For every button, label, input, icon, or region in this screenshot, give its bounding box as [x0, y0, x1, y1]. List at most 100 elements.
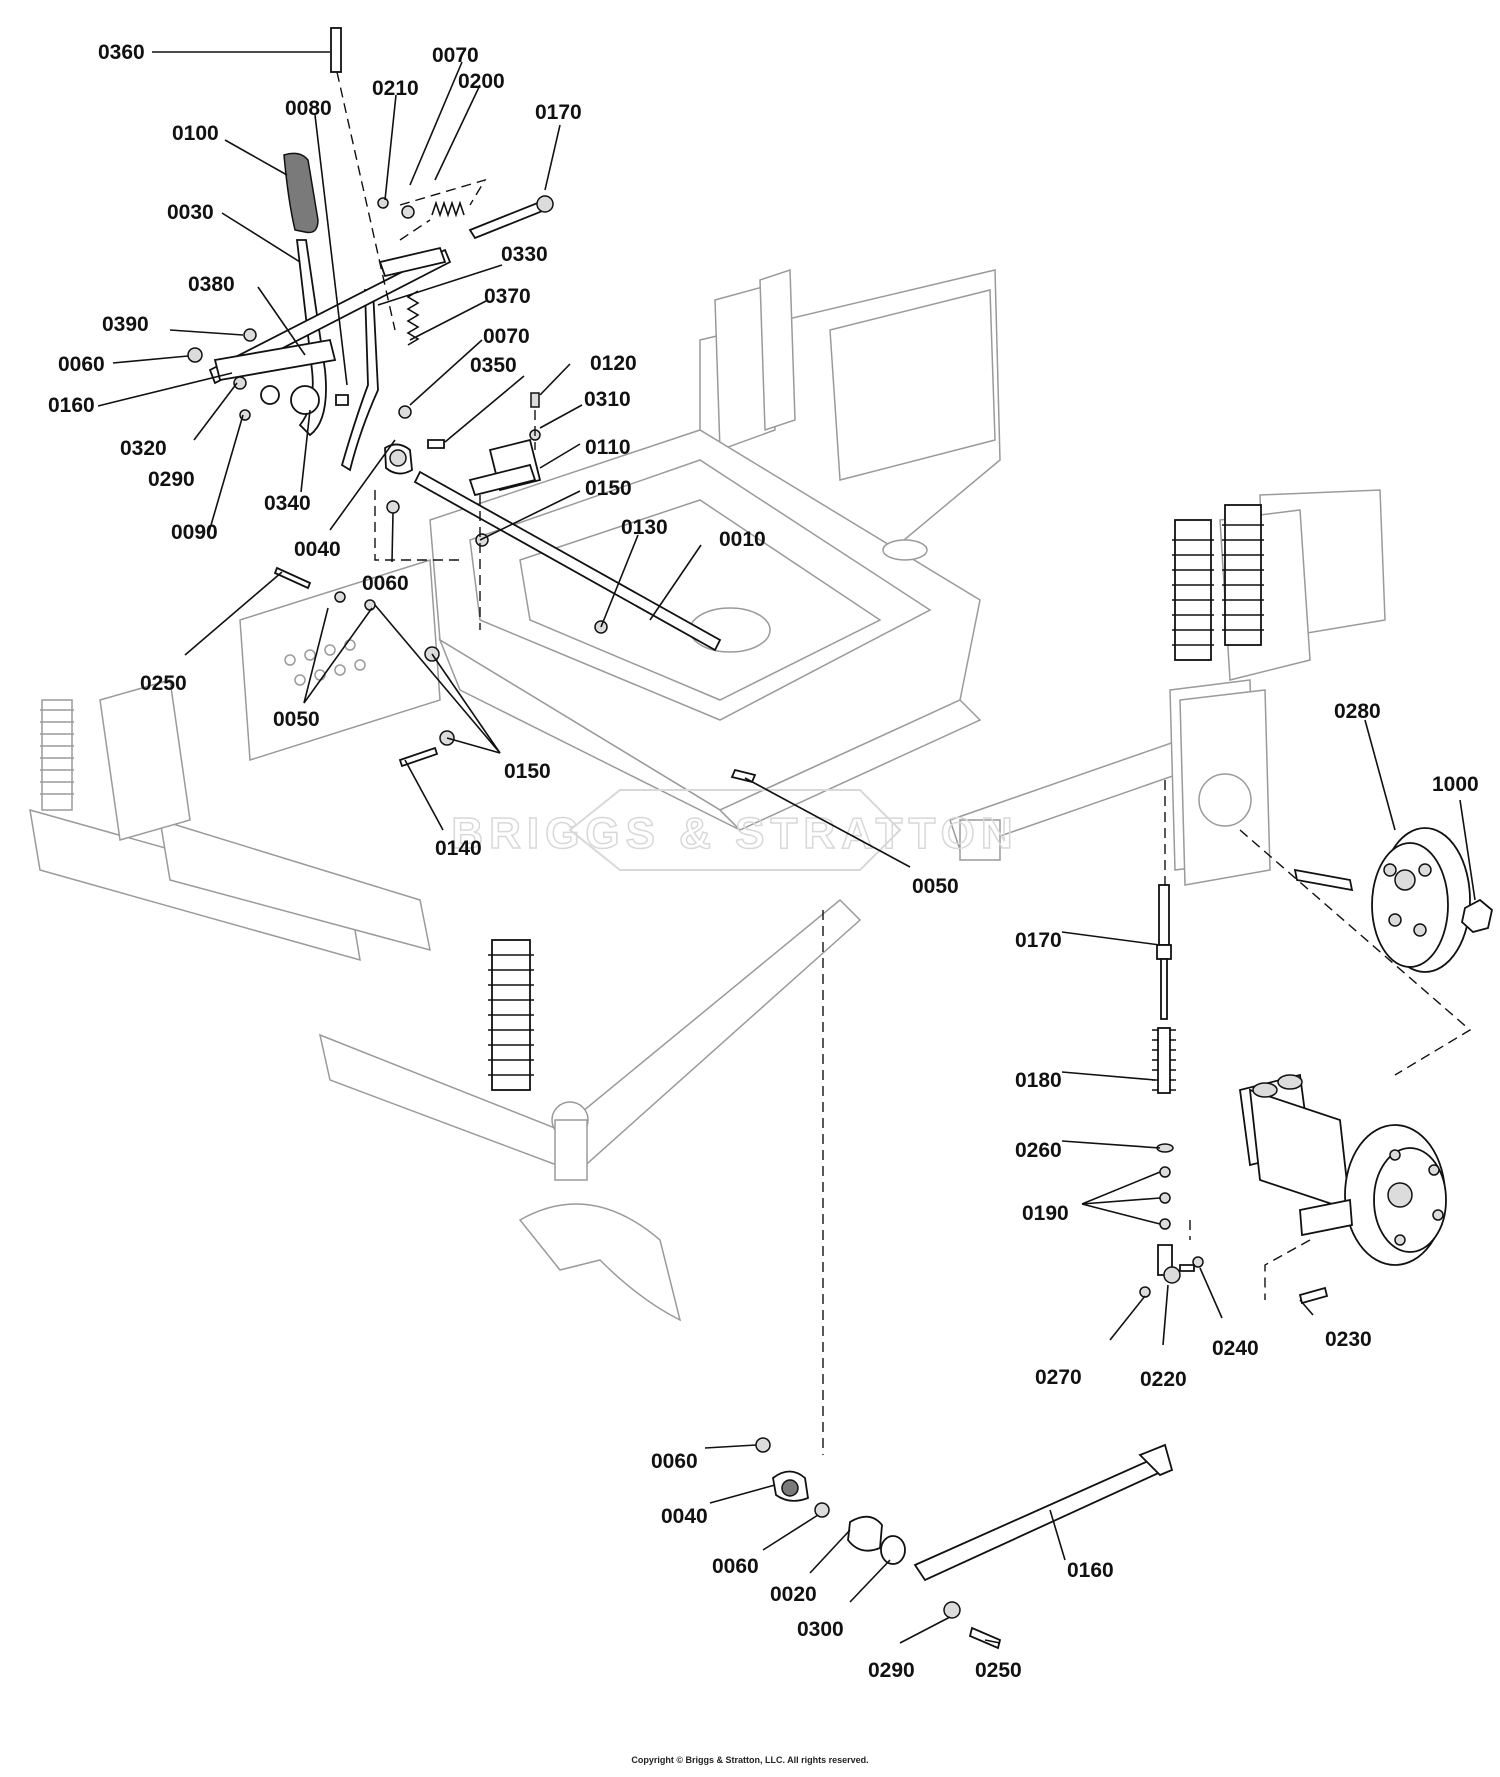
- part-0210-nut: [377, 197, 389, 209]
- callout-0200: 0200: [458, 70, 505, 93]
- callout-0150-lower: 0150: [504, 760, 551, 783]
- callout-0280: 0280: [1334, 700, 1381, 723]
- callout-0130: 0130: [621, 516, 668, 539]
- callout-0070: 0070: [432, 44, 479, 67]
- leader-lines: [97, 51, 1476, 1644]
- part-0120-bolt: [530, 392, 540, 408]
- callout-0090: 0090: [171, 521, 218, 544]
- part-0160-arm: [913, 1456, 1167, 1582]
- callouts: 0360 0070 0210 0200 0080 0170 0100 0030 …: [48, 41, 1479, 1682]
- callout-0170: 0170: [1015, 929, 1062, 952]
- watermark-text: BRIGGS & STRATTON: [451, 809, 1018, 858]
- assembly-guides: [336, 71, 1472, 1455]
- part-0160-link: [213, 338, 337, 382]
- callout-0250: 0250: [140, 672, 187, 695]
- part-0020-bushing: [847, 1515, 883, 1552]
- part-0080-lever: [340, 289, 379, 472]
- left-shock: [40, 699, 74, 811]
- callout-0340: 0340: [264, 492, 311, 515]
- callout-0060: 0060: [58, 353, 105, 376]
- part-0060-nut-d: [814, 1502, 830, 1518]
- callout-0040-lower: 0040: [661, 1505, 708, 1528]
- part-0300-spacer: [880, 1535, 906, 1565]
- callout-0170-top: 0170: [535, 101, 582, 124]
- callout-0060-lower: 0060: [651, 1450, 698, 1473]
- callout-0210: 0210: [372, 77, 419, 100]
- part-0250-bolt-lower: [968, 1626, 1002, 1650]
- control-lever-assembly: [187, 27, 757, 784]
- callout-0140: 0140: [435, 837, 482, 860]
- part-0010-shaft: [413, 470, 722, 652]
- callout-0330: 0330: [501, 243, 548, 266]
- linkage-stack: [1139, 884, 1204, 1298]
- callout-0160-lower: 0160: [1067, 1559, 1114, 1582]
- part-0060-nut: [187, 347, 203, 363]
- part-0390-nut: [243, 328, 257, 342]
- callout-0050-right: 0050: [912, 875, 959, 898]
- callout-0110: 0110: [585, 436, 631, 459]
- callout-0190: 0190: [1022, 1202, 1069, 1225]
- part-1000-nut: [1461, 898, 1493, 933]
- wheel-hub-assembly: [1293, 827, 1493, 973]
- callout-0290: 0290: [148, 468, 195, 491]
- front-shock: [488, 939, 534, 1091]
- part-0060-nut-b: [386, 500, 400, 514]
- callout-0020: 0020: [770, 1583, 817, 1606]
- callout-0080: 0080: [285, 97, 332, 120]
- callout-0100: 0100: [172, 122, 219, 145]
- part-0320-washer: [233, 376, 247, 390]
- callout-0310: 0310: [584, 388, 631, 411]
- part-0270-nut: [1139, 1286, 1151, 1298]
- callout-0220: 0220: [1140, 1368, 1187, 1391]
- callout-0180: 0180: [1015, 1069, 1062, 1092]
- callout-0370: 0370: [484, 285, 531, 308]
- callout-0290-lower: 0290: [868, 1659, 915, 1682]
- part-0290-washer: [943, 1601, 961, 1619]
- callout-0230: 0230: [1325, 1328, 1372, 1351]
- callout-0350: 0350: [470, 354, 517, 377]
- callout-0300: 0300: [797, 1618, 844, 1641]
- callout-1000: 1000: [1432, 773, 1479, 796]
- part-0200-spring: [431, 200, 465, 218]
- callout-0010: 0010: [719, 528, 766, 551]
- part-0230-bolt: [1298, 1286, 1329, 1305]
- callout-0040: 0040: [294, 538, 341, 561]
- callout-0070-lower: 0070: [483, 325, 530, 348]
- part-0370-spring: [406, 290, 420, 346]
- brand-watermark: BRIGGS & STRATTON: [451, 789, 1018, 871]
- part-0240-washer: [1192, 1256, 1204, 1268]
- part-0340-bolt: [335, 394, 349, 406]
- rear-shocks: [1172, 504, 1264, 661]
- callout-0160: 0160: [48, 394, 95, 417]
- part-0140-bolt: [398, 746, 439, 768]
- callout-0240: 0240: [1212, 1337, 1259, 1360]
- callout-0270: 0270: [1035, 1366, 1082, 1389]
- part-0360-rod: [330, 27, 342, 73]
- part-0050-washer: [334, 591, 346, 603]
- callout-0260: 0260: [1015, 1139, 1062, 1162]
- chassis-frame: [29, 268, 1386, 1322]
- callout-0320: 0320: [120, 437, 167, 460]
- lower-linkage-assembly: [755, 1437, 1174, 1650]
- part-0060-nut-c: [755, 1437, 771, 1453]
- part-0170-rod: [1158, 884, 1170, 946]
- callout-0150: 0150: [585, 477, 632, 500]
- callout-0050: 0050: [273, 708, 320, 731]
- part-0070-washer: [401, 205, 415, 219]
- copyright-notice: Copyright © Briggs & Stratton, LLC. All …: [631, 1755, 869, 1765]
- callout-0060-mid: 0060: [362, 572, 409, 595]
- callout-0120: 0120: [590, 352, 637, 375]
- part-0250-bolt: [273, 566, 312, 590]
- callout-0060-bottom: 0060: [712, 1555, 759, 1578]
- part-0070-washer-lower: [398, 405, 412, 419]
- callout-0030: 0030: [167, 201, 214, 224]
- part-0100-handle: [283, 152, 319, 234]
- pivot-hub: [290, 385, 320, 415]
- part-0190-nut: [1159, 1166, 1171, 1178]
- part-0350-bolt: [427, 439, 445, 449]
- callout-0380: 0380: [188, 273, 235, 296]
- callout-0250-lower: 0250: [975, 1659, 1022, 1682]
- hydraulic-motor: [1239, 1073, 1447, 1305]
- callout-0390: 0390: [102, 313, 149, 336]
